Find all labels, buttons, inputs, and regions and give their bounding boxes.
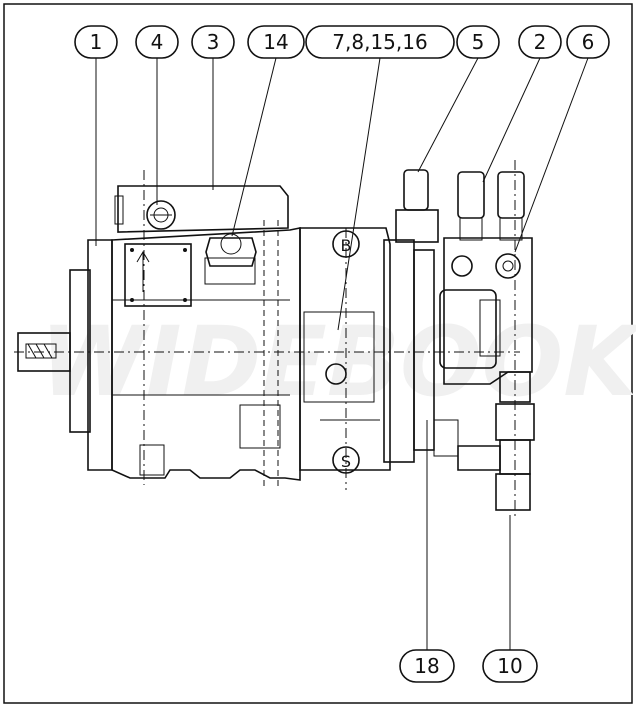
callout-10: 10 bbox=[482, 649, 538, 683]
callout-4: 4 bbox=[135, 25, 179, 59]
svg-text:2: 2 bbox=[534, 30, 547, 54]
svg-text:7,8,15,16: 7,8,15,16 bbox=[332, 30, 427, 54]
svg-text:1: 1 bbox=[90, 30, 103, 54]
hex-plug bbox=[204, 233, 257, 285]
callout-7-8-15-16: 7,8,15,16 bbox=[305, 25, 455, 59]
watermark: WIDEBOOK bbox=[40, 306, 636, 418]
drawing-frame bbox=[3, 3, 633, 704]
adjust-screw-icon bbox=[146, 200, 176, 230]
svg-text:14: 14 bbox=[263, 30, 288, 54]
svg-text:3: 3 bbox=[207, 30, 220, 54]
callout-14: 14 bbox=[247, 25, 305, 59]
fitting-2 bbox=[457, 171, 525, 241]
flow-arrow-icon bbox=[136, 251, 150, 292]
callout-6: 6 bbox=[566, 25, 610, 59]
callout-5: 5 bbox=[456, 25, 500, 59]
callout-3: 3 bbox=[191, 25, 235, 59]
nameplate bbox=[124, 243, 192, 307]
fitting-5 bbox=[395, 169, 439, 243]
svg-text:4: 4 bbox=[151, 30, 164, 54]
svg-text:5: 5 bbox=[472, 30, 485, 54]
svg-text:10: 10 bbox=[497, 654, 522, 678]
controller-block bbox=[114, 185, 289, 233]
port-b-label: B bbox=[341, 236, 352, 255]
svg-text:18: 18 bbox=[414, 654, 439, 678]
callout-2: 2 bbox=[518, 25, 562, 59]
valve-body: B S bbox=[299, 227, 391, 474]
end-plate bbox=[383, 239, 459, 463]
callout-1: 1 bbox=[74, 25, 118, 59]
port-s-label: S bbox=[341, 452, 351, 471]
svg-text:6: 6 bbox=[582, 30, 595, 54]
leader-lines bbox=[95, 57, 589, 650]
callout-18: 18 bbox=[399, 649, 455, 683]
